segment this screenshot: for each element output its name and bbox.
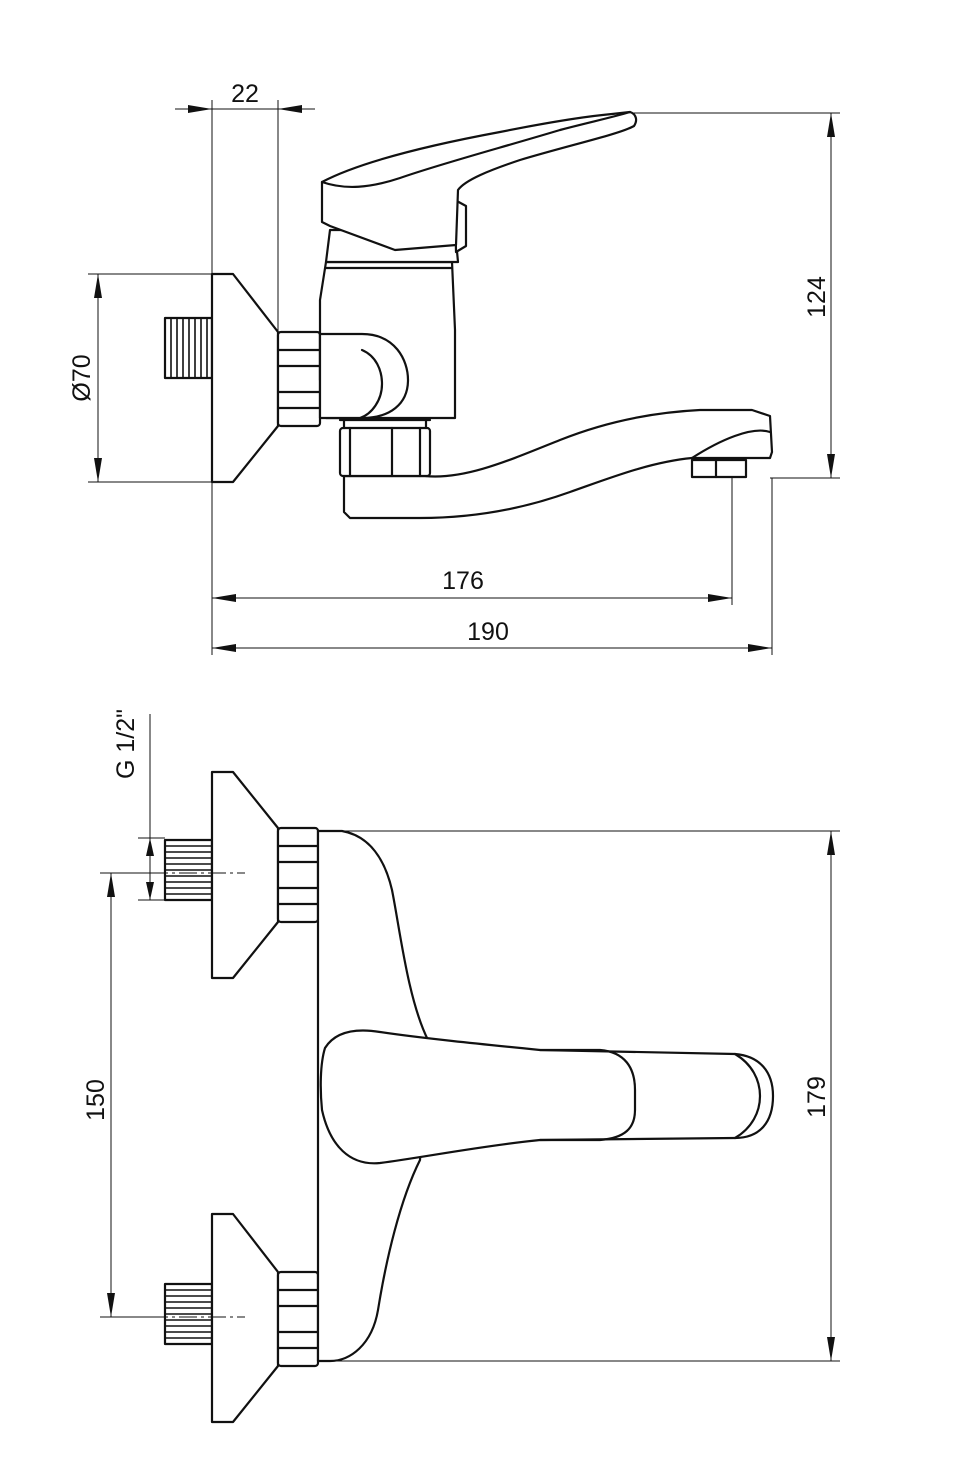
wall-plate-lower [210, 1212, 280, 1424]
aerator-side [690, 458, 748, 479]
dim-height-top: 124 [803, 113, 835, 478]
lever-front [319, 1029, 775, 1165]
wall-plate-side [210, 272, 280, 484]
dim-spout-reach-label: 176 [442, 567, 484, 595]
dim-plate-offset-label: 22 [231, 80, 259, 108]
dim-overall-length-label: 190 [467, 618, 509, 646]
threaded-inlet-side [163, 316, 214, 380]
dim-body-height-label: 179 [803, 1076, 831, 1118]
hex-nut-upper [276, 826, 320, 924]
dim-height-top-label: 124 [803, 276, 831, 318]
dim-body-height: 179 [803, 831, 835, 1361]
hex-nut-side [276, 330, 322, 428]
dim-thread-size-label: G 1/2" [112, 709, 140, 779]
dim-thread-size: G 1/2" [112, 709, 165, 901]
dim-overall-length: 190 [212, 618, 772, 652]
lever-side [320, 110, 638, 252]
threaded-inlet-lower [163, 1282, 214, 1346]
inlet-elbow-side [318, 332, 410, 420]
dim-plate-diameter-label: Ø70 [68, 354, 96, 401]
dim-spout-reach: 176 [212, 567, 732, 602]
side-view: 22 Ø70 124 176 190 [68, 80, 840, 655]
dim-plate-diameter: Ø70 [68, 274, 102, 482]
threaded-inlet-upper [163, 838, 214, 902]
wall-plate-upper [210, 770, 280, 980]
hex-nut-lower [276, 1270, 320, 1368]
dim-plate-offset: 22 [175, 80, 315, 113]
dim-inlet-spacing: 150 [82, 873, 115, 1317]
front-view: G 1/2" 150 179 [82, 709, 840, 1424]
lower-nuts-side [338, 418, 432, 478]
dim-inlet-spacing-label: 150 [82, 1079, 110, 1121]
spout-side [342, 408, 774, 520]
